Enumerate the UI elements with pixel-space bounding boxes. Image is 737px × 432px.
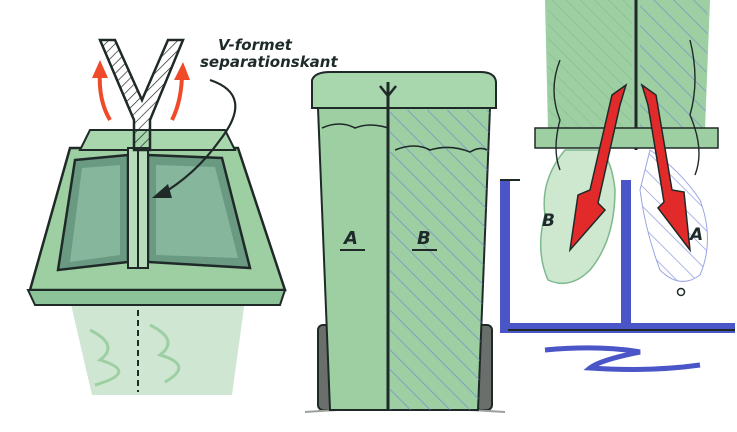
bin-lid [312, 72, 496, 108]
front-label-b: B [417, 228, 431, 249]
section-label-b: B [542, 211, 555, 231]
section-label-a: A [688, 225, 703, 245]
bin-front-view [305, 72, 505, 412]
front-label-a: A [342, 228, 358, 249]
annotation-line-2: separationskant [200, 53, 338, 71]
open-bin-sketch [28, 40, 285, 395]
bin-lower-body [70, 300, 245, 395]
annotation-line-1: V-formet [218, 36, 293, 54]
section-view [500, 0, 735, 369]
